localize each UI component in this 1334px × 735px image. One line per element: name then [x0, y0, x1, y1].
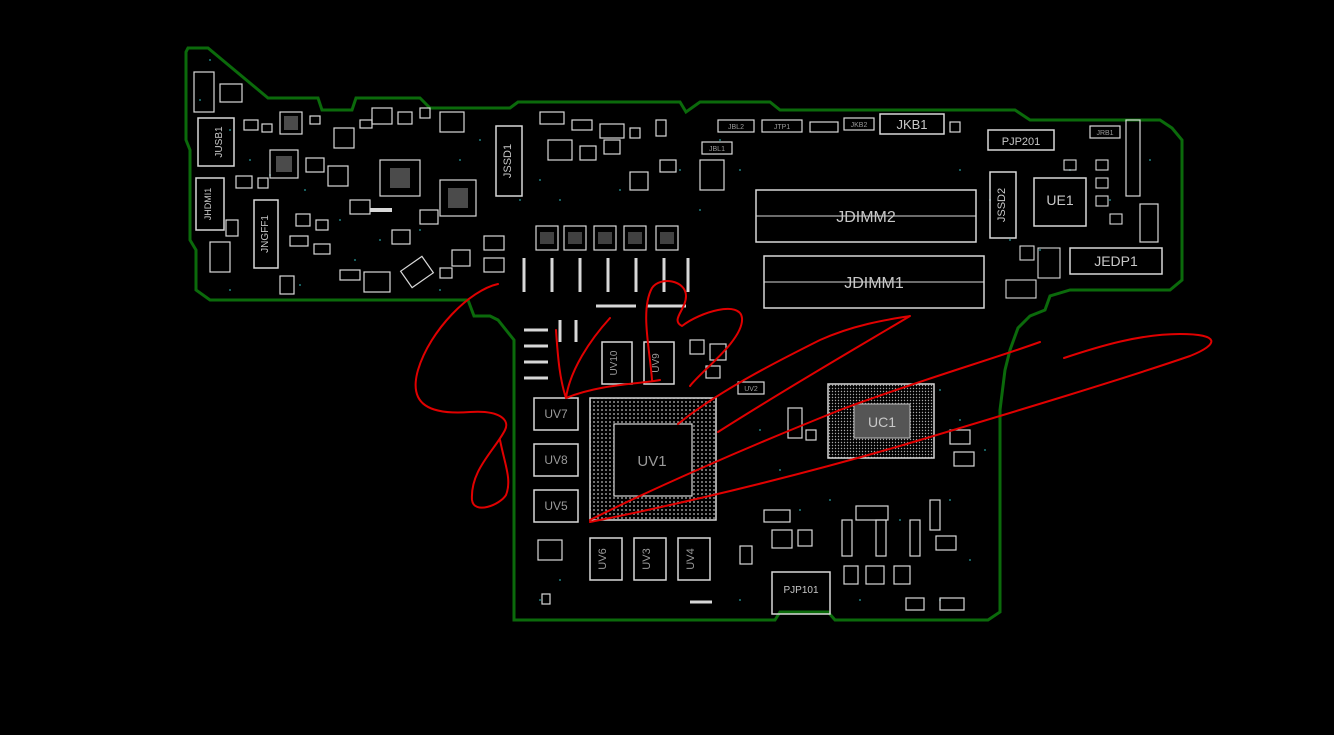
annotation-stroke-2[interactable] [589, 341, 1041, 521]
inductor-lines [522, 258, 690, 380]
connector-jbl1[interactable]: JBL1 [701, 141, 733, 155]
label-uv1: UV1 [637, 453, 666, 470]
slot-jdimm1[interactable]: JDIMM1 [763, 255, 985, 309]
chip-uv1[interactable]: UV1 [589, 397, 717, 521]
label-jhdmi1: JHDMI1 [203, 188, 213, 221]
lower-components [537, 339, 975, 611]
board-outline [184, 46, 1184, 622]
connector-small-top[interactable] [809, 121, 839, 133]
connector-jtp1[interactable]: JTP1 [761, 119, 803, 133]
connector-right-small[interactable] [1139, 203, 1159, 243]
chip-uv8[interactable]: UV8 [533, 443, 579, 477]
label-uv4: UV4 [685, 548, 697, 569]
chip-uc1[interactable]: UC1 [827, 383, 935, 459]
connector-small-left[interactable] [209, 241, 231, 273]
label-uv9: UV9 [651, 353, 662, 373]
vias [199, 59, 1151, 601]
label-uv5: UV5 [544, 499, 568, 513]
part-near-jkb1[interactable] [949, 121, 961, 133]
connector-pjp201[interactable]: PJP201 [987, 129, 1055, 151]
label-uv10: UV10 [609, 350, 620, 375]
label-jedp1: JEDP1 [1094, 253, 1138, 269]
connector-jbl2[interactable]: JBL2 [717, 119, 755, 133]
chip-uv5[interactable]: UV5 [533, 489, 579, 523]
connector-jhdmi1[interactable]: JHDMI1 [195, 177, 225, 231]
chip-uv9[interactable]: UV9 [643, 341, 675, 385]
chip-uv4[interactable]: UV4 [677, 537, 711, 581]
label-uv2: UV2 [744, 386, 758, 393]
chip-uv6[interactable]: UV6 [589, 537, 623, 581]
label-jtp1: JTP1 [774, 124, 790, 131]
chip-uv3[interactable]: UV3 [633, 537, 667, 581]
annotation-stroke-1[interactable] [677, 315, 911, 433]
connector-jkb2[interactable]: JKB2 [843, 117, 875, 131]
label-uv3: UV3 [641, 548, 653, 569]
connector-jedp1[interactable]: JEDP1 [1069, 247, 1163, 275]
connector-jssd1[interactable]: JSSD1 [495, 125, 523, 197]
label-pjp101: PJP101 [783, 585, 818, 596]
chip-ue1[interactable]: UE1 [1033, 177, 1087, 227]
label-jrb1: JRB1 [1096, 130, 1113, 137]
connector-jngff1[interactable]: JNGFF1 [253, 199, 279, 269]
label-jssd1: JSSD1 [502, 144, 514, 178]
label-uv6: UV6 [597, 548, 609, 569]
label-jkb2: JKB2 [851, 122, 868, 129]
connector-pjp101[interactable]: PJP101 [771, 571, 831, 615]
label-pjp201: PJP201 [1002, 136, 1041, 148]
connector-jssd2[interactable]: JSSD2 [989, 171, 1017, 239]
connector-right-vertical[interactable] [1125, 119, 1141, 197]
label-jusb1: JUSB1 [214, 126, 225, 158]
connector-jkb1[interactable]: JKB1 [879, 113, 945, 135]
chip-uv10[interactable]: UV10 [601, 341, 633, 385]
label-uv8: UV8 [544, 453, 568, 467]
right-top-components [1005, 159, 1123, 299]
annotation-heart-loop[interactable] [555, 280, 744, 399]
connector-jusb1[interactable]: JUSB1 [197, 117, 235, 167]
chip-uv7[interactable]: UV7 [533, 397, 579, 431]
label-uc1: UC1 [868, 414, 896, 430]
annotation-left-loop[interactable] [414, 283, 510, 509]
annotation-stroke-3[interactable] [589, 333, 1213, 523]
label-jbl1: JBL1 [709, 146, 725, 153]
chip-uv2[interactable]: UV2 [737, 381, 765, 395]
label-jdimm2: JDIMM2 [836, 209, 896, 226]
annotation-scribbles[interactable] [414, 280, 1213, 523]
label-jkb1: JKB1 [896, 117, 927, 132]
label-ue1: UE1 [1046, 192, 1073, 208]
label-uv7: UV7 [544, 407, 568, 421]
label-jssd2: JSSD2 [996, 188, 1008, 222]
label-jngff1: JNGFF1 [260, 215, 271, 253]
slot-jdimm2[interactable]: JDIMM2 [755, 189, 977, 243]
label-jbl2: JBL2 [728, 124, 744, 131]
power-stage-array [535, 225, 679, 251]
connector-jrb1[interactable]: JRB1 [1089, 125, 1121, 139]
left-io-components [193, 71, 725, 295]
label-jdimm1: JDIMM1 [844, 275, 904, 292]
